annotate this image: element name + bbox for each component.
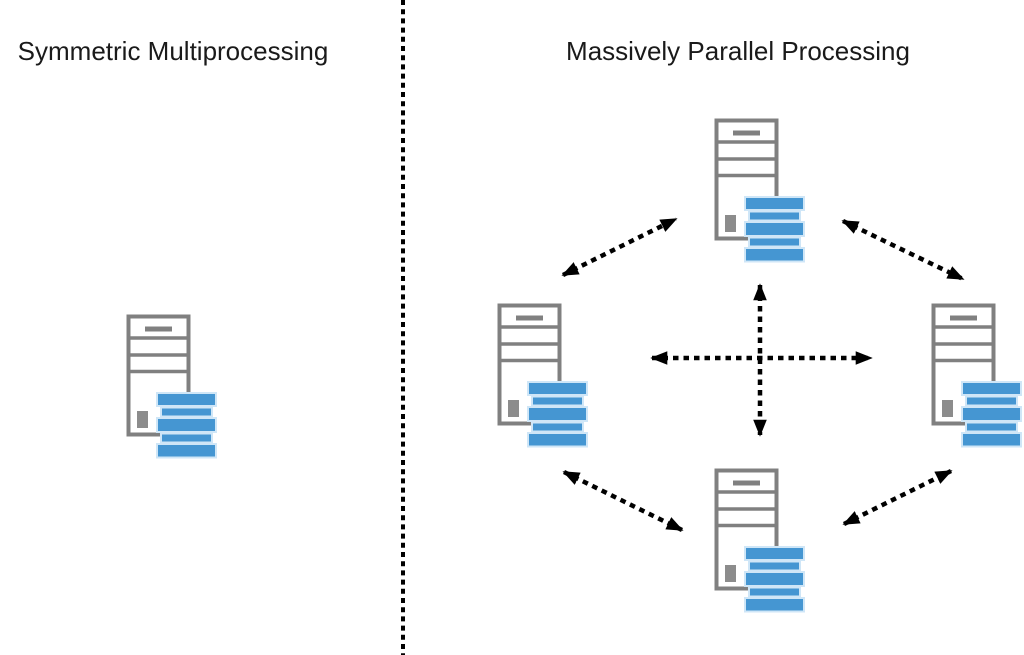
- left-panel-title: Symmetric Multiprocessing: [17, 36, 329, 66]
- mpp-server-right-icon: [931, 303, 1023, 449]
- mpp-server-left-icon: [497, 303, 589, 449]
- arrow-left-to-bottom: [562, 469, 684, 533]
- connection-arrows: [561, 216, 965, 533]
- right-panel-title: Massively Parallel Processing: [566, 36, 910, 66]
- arrow-bottom-to-right: [842, 468, 953, 527]
- arrow-left-to-top: [561, 216, 678, 278]
- mpp-server-bottom-icon: [714, 468, 806, 614]
- mpp-server-top-icon: [714, 118, 806, 264]
- arrow-top-to-right: [841, 218, 965, 282]
- smp-server-icon: [126, 314, 218, 460]
